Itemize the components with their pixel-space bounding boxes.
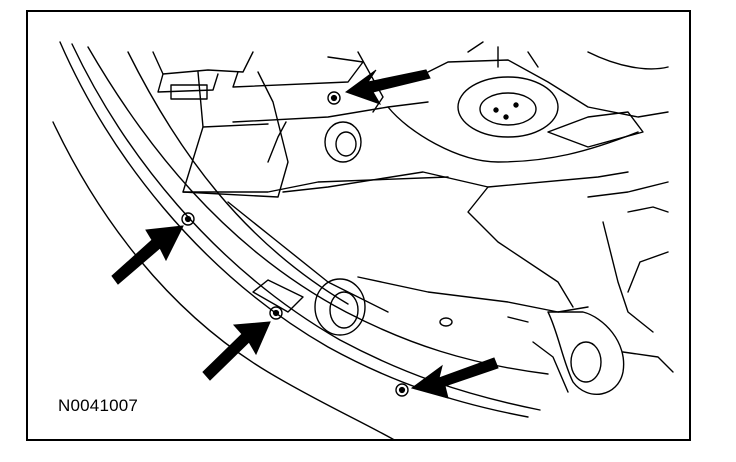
callout-arrow-upper (344, 69, 431, 105)
callout-arrow-middle (202, 321, 271, 381)
callout-arrow-left (111, 225, 184, 285)
line-drawing (52, 41, 674, 439)
illustration-frame: N0041007 (26, 10, 691, 441)
upper-bracket (152, 51, 449, 198)
callout-arrow-lower (410, 357, 499, 399)
spare-wheel-well (387, 41, 669, 163)
grommets (252, 121, 366, 336)
fasteners (181, 91, 409, 397)
lower-bracket (439, 311, 674, 395)
figure-id-label: N0041007 (58, 396, 139, 415)
wheel-well-arcs (52, 41, 549, 439)
center-panel (227, 171, 669, 333)
